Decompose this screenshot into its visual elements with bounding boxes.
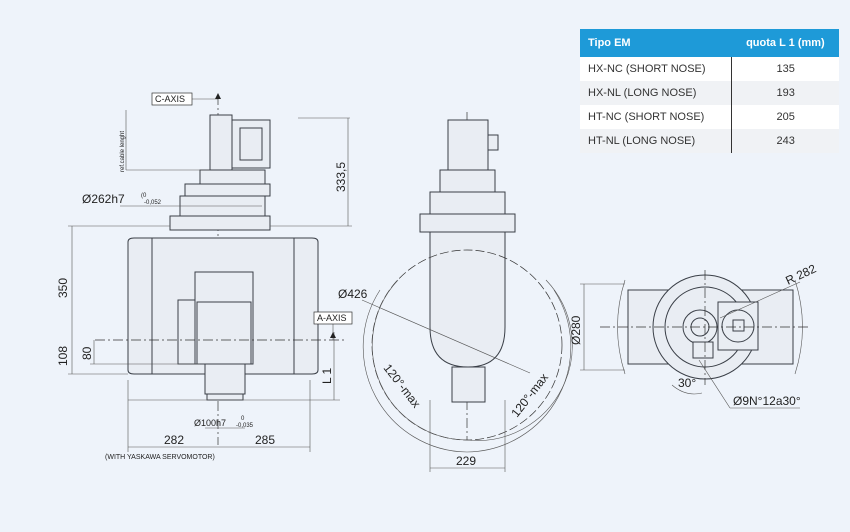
header-tipo: Tipo EM [580, 29, 732, 57]
left-width-dim: 282 [164, 433, 184, 447]
front-view: C-AXIS A-AXIS ref.cable lenght 333,5 Ø26… [56, 92, 353, 461]
nose-tol-lower: -0,035 [236, 423, 254, 429]
nose-tol-upper: 0 [241, 416, 245, 422]
a-axis-label: A-AXIS [317, 313, 347, 323]
top-view: Ø280 R 282 30° Ø9N°12a30° [569, 261, 819, 409]
flange-tol-upper: 0 [143, 193, 147, 199]
table-row: HT-NC (SHORT NOSE) 205 [580, 105, 839, 129]
row-l1: 135 [731, 57, 839, 81]
swing-dia-dim: Ø426 [338, 287, 368, 301]
l1-dim: L 1 [320, 367, 334, 384]
angle-dim: 30° [678, 376, 696, 390]
row-l1: 205 [731, 105, 839, 129]
height-top-dim: 333,5 [334, 162, 348, 192]
top-dia-dim: Ø280 [569, 315, 583, 345]
flange-tol-lower: -0,052 [144, 200, 162, 206]
row-type: HX-NC (SHORT NOSE) [580, 57, 732, 81]
height-body-dim: 350 [56, 278, 70, 298]
radius-dim: R 282 [783, 261, 818, 287]
table-row: HX-NL (LONG NOSE) 193 [580, 81, 839, 105]
row-l1: 243 [731, 129, 839, 153]
width-dim: 229 [456, 454, 476, 468]
svg-text:(0: (0 [141, 193, 147, 199]
flange-dia-dim: Ø262h7 [82, 192, 125, 206]
table-row: HT-NL (LONG NOSE) 243 [580, 129, 839, 153]
cable-length-label: ref.cable lenght [120, 131, 126, 172]
left-angle-dim: 120°-max [381, 361, 424, 410]
table-row: HX-NC (SHORT NOSE) 135 [580, 57, 839, 81]
row-type: HX-NL (LONG NOSE) [580, 81, 732, 105]
c-axis-label: C-AXIS [155, 94, 185, 104]
right-width-dim: 285 [255, 433, 275, 447]
nose-dia-dim: Ø100h7 [194, 418, 226, 428]
dim-80: 80 [80, 346, 94, 360]
row-type: HT-NC (SHORT NOSE) [580, 105, 732, 129]
servomotor-note: (WITH YASKAWA SERVOMOTOR) [105, 454, 215, 461]
row-type: HT-NL (LONG NOSE) [580, 129, 732, 153]
holes-dim: Ø9N°12a30° [733, 394, 801, 408]
dim-108: 108 [56, 346, 70, 366]
side-view: Ø426 120°-max 120°-max 229 [338, 112, 573, 472]
header-quota: quota L 1 (mm) [731, 29, 839, 57]
row-l1: 193 [731, 81, 839, 105]
l1-dimension-table: Tipo EM quota L 1 (mm) HX-NC (SHORT NOSE… [580, 29, 839, 153]
